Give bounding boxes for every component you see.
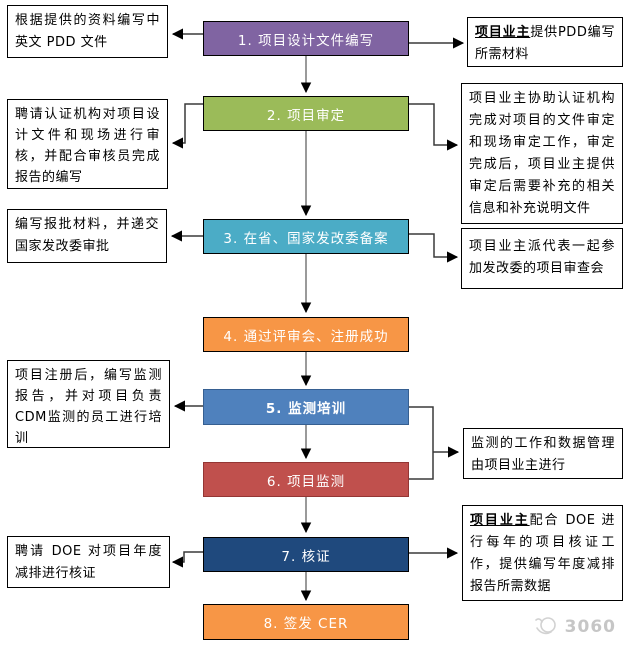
flow-step-label: 5. 监测培训 xyxy=(265,401,347,417)
left-note-hire-doe: 聘请 DOE 对项目年度减排进行核证 xyxy=(7,536,170,588)
left-note-monitoring-report-training: 项目注册后，编写监测报告，并对项目负责CDM监测的员工进行培训 xyxy=(7,360,170,448)
flow-step-label: 7. 核证 xyxy=(281,548,331,565)
flow-step-2-validation: 2. 项目审定 xyxy=(203,96,409,131)
flow-step-label: 1. 项目设计文件编写 xyxy=(237,32,375,49)
flow-step-4-registration: 4. 通过评审会、注册成功 xyxy=(203,317,409,352)
note-text: 聘请 DOE 对项目年度减排进行核证 xyxy=(15,544,162,581)
right-note-owner-attends-review: 项目业主派代表一起参加发改委的项目审查会 xyxy=(461,228,623,289)
left-note-pdd-materials: 根据提供的资料编写中英文 PDD 文件 xyxy=(7,5,168,58)
note-bold-text: 项目业主 xyxy=(470,513,530,528)
flow-step-label: 2. 项目审定 xyxy=(266,107,346,124)
flow-step-label: 8. 签发 CER xyxy=(263,616,349,632)
flow-step-7-verification: 7. 核证 xyxy=(203,537,409,572)
note-bold-text: 项目业主 xyxy=(475,25,531,40)
left-note-hire-validator: 聘请认证机构对项目设计文件和现场进行审核，并配合审核员完成报告的编写 xyxy=(7,99,168,189)
left-note-approval-materials: 编写报批材料，并递交国家发改委审批 xyxy=(7,209,167,263)
flow-step-3-ndrc-filing: 3. 在省、国家发改委备案 xyxy=(203,219,409,254)
note-text: 编写报批材料，并递交国家发改委审批 xyxy=(15,217,159,254)
note-text: 根据提供的资料编写中英文 PDD 文件 xyxy=(15,13,160,50)
right-note-owner-manages-monitoring: 监测的工作和数据管理由项目业主进行 xyxy=(463,428,623,479)
right-note-owner-provides-pdd-materials: 项目业主提供PDD编写所需材料 xyxy=(467,17,623,67)
flow-step-6-project-monitoring: 6. 项目监测 xyxy=(203,462,409,497)
flow-step-label: 6. 项目监测 xyxy=(266,473,346,490)
note-text: 提供PDD编写所需材料 xyxy=(475,25,615,62)
flow-step-8-cer-issuance: 8. 签发 CER xyxy=(203,604,409,640)
note-text: 监测的工作和数据管理由项目业主进行 xyxy=(471,436,615,473)
note-text: 配合 DOE 进行每年的项目核证工作，提供编写年度减排报告所需数据 xyxy=(470,513,615,594)
note-text: 项目业主派代表一起参加发改委的项目审查会 xyxy=(469,239,615,276)
note-text: 项目业主协助认证机构完成对项目的文件审定和现场审定工作，审定完成后，项目业主提供… xyxy=(469,91,615,216)
watermark-text: 3060 xyxy=(564,617,616,637)
note-text: 聘请认证机构对项目设计文件和现场进行审核，并配合审核员完成报告的编写 xyxy=(15,107,160,185)
watermark: 3060 xyxy=(534,616,616,638)
flow-step-5-monitoring-training: 5. 监测培训 xyxy=(203,389,409,425)
right-note-owner-assists-validation: 项目业主协助认证机构完成对项目的文件审定和现场审定工作，审定完成后，项目业主提供… xyxy=(461,83,623,224)
note-text: 项目注册后，编写监测报告，并对项目负责CDM监测的员工进行培训 xyxy=(15,368,162,446)
flow-step-1-pdd-writing: 1. 项目设计文件编写 xyxy=(203,21,409,56)
right-note-owner-cooperates-doe: 项目业主配合 DOE 进行每年的项目核证工作，提供编写年度减排报告所需数据 xyxy=(462,505,623,601)
hand-globe-icon xyxy=(534,617,556,635)
flow-step-label: 4. 通过评审会、注册成功 xyxy=(223,328,389,345)
flow-step-label: 3. 在省、国家发改委备案 xyxy=(223,230,389,247)
